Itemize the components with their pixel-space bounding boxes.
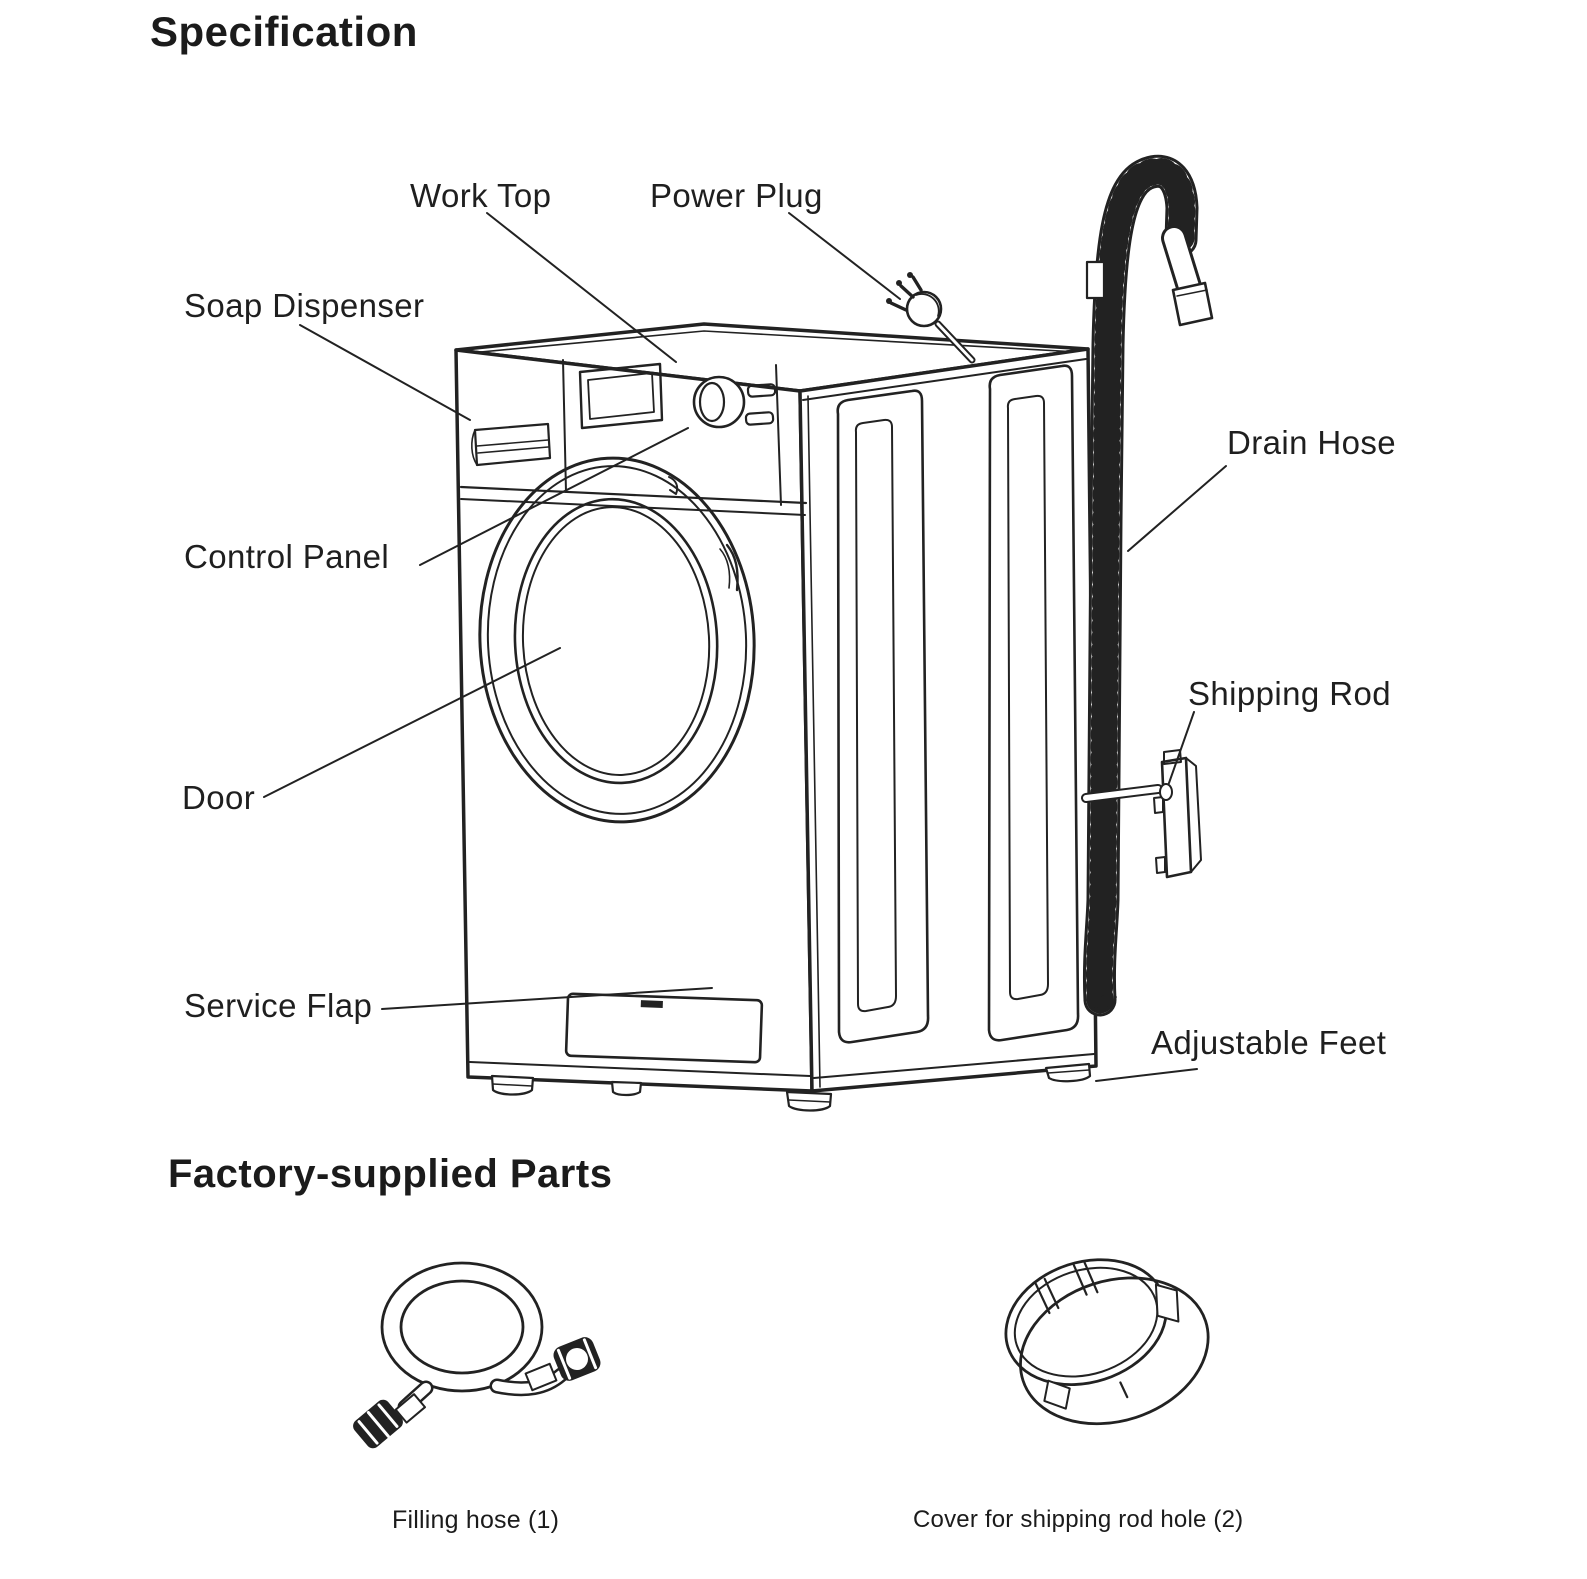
washing-machine-drawing (454, 322, 1098, 1112)
leader-drain-hose (1127, 465, 1227, 552)
label-door: Door (182, 779, 256, 816)
power-plug-drawing (886, 272, 976, 364)
leader-service-flap (381, 987, 713, 1010)
caption-filling-hose: Filling hose (1) (392, 1506, 560, 1534)
leader-shipping-rod (1168, 711, 1195, 784)
cover-drawing (1004, 1258, 1210, 1426)
leader-soap-dispenser (299, 324, 471, 421)
label-drain-hose: Drain Hose (1227, 424, 1397, 461)
shipping-rod-drawing (1081, 749, 1202, 879)
door-drawing (478, 456, 756, 824)
label-service-flap: Service Flap (184, 987, 373, 1024)
service-flap-drawing (564, 992, 764, 1064)
display-screen (578, 362, 664, 430)
panel-button (746, 383, 777, 398)
leader-power-plug (788, 212, 901, 300)
label-power-plug: Power Plug (650, 177, 823, 214)
leader-adjustable-feet (1095, 1068, 1198, 1082)
panel-button (744, 411, 775, 426)
section-title-factory-supplied-parts: Factory-supplied Parts (168, 1152, 613, 1196)
leader-control-panel (419, 427, 689, 566)
label-work-top: Work Top (410, 177, 552, 214)
program-knob (692, 375, 746, 429)
label-control-panel: Control Panel (184, 538, 390, 575)
filling-hose-drawing (353, 1261, 601, 1449)
drain-hose-drawing (1082, 154, 1214, 1017)
leader-door (263, 647, 561, 798)
label-adjustable-feet: Adjustable Feet (1151, 1024, 1387, 1061)
caption-cover-shipping-rod-hole: Cover for shipping rod hole (2) (913, 1506, 1244, 1533)
label-shipping-rod: Shipping Rod (1188, 675, 1391, 712)
adjustable-feet-drawing (490, 1062, 1092, 1112)
side-panel (798, 347, 1098, 1093)
soap-dispenser-drawer (471, 422, 552, 467)
leader-lines (263, 212, 1227, 1082)
label-soap-dispenser: Soap Dispenser (184, 287, 425, 324)
page-title: Specification (150, 8, 418, 55)
leader-work-top (486, 212, 677, 363)
